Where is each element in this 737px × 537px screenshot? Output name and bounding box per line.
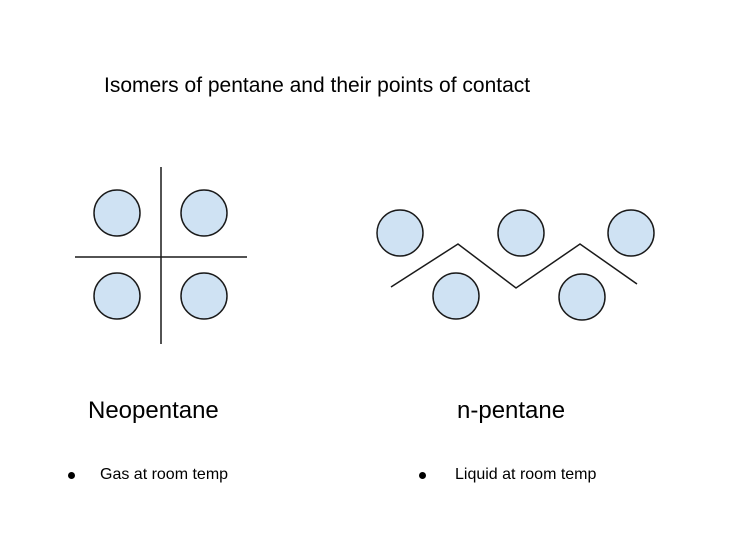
slide-title: Isomers of pentane and their points of c… bbox=[104, 74, 531, 97]
n-pentane-bullet-text: Liquid at room temp bbox=[455, 466, 597, 483]
neopentane-atom-circle bbox=[180, 272, 228, 320]
neopentane-bullet-item: Gas at room temp bbox=[68, 464, 228, 486]
n-pentane-atom-circle bbox=[432, 272, 480, 320]
n-pentane-atom-circle bbox=[558, 273, 606, 321]
neopentane-atom-circle bbox=[93, 272, 141, 320]
n-pentane-atom-circle bbox=[376, 209, 424, 257]
n-pentane-label: n-pentane bbox=[457, 397, 566, 424]
neopentane-label: Neopentane bbox=[88, 397, 219, 424]
n-pentane-atom-circle bbox=[607, 209, 655, 257]
n-pentane-bond-line bbox=[390, 243, 638, 289]
neopentane-bullet-text: Gas at room temp bbox=[100, 466, 229, 483]
neopentane-atom-circle bbox=[93, 189, 141, 237]
bullet-dot-icon bbox=[419, 471, 426, 479]
bullet-dot-icon bbox=[68, 471, 75, 479]
n-pentane-atom-circle bbox=[497, 209, 545, 257]
n-pentane-bullet-item: Liquid at room temp bbox=[419, 464, 596, 486]
neopentane-atom-circle bbox=[180, 189, 228, 237]
